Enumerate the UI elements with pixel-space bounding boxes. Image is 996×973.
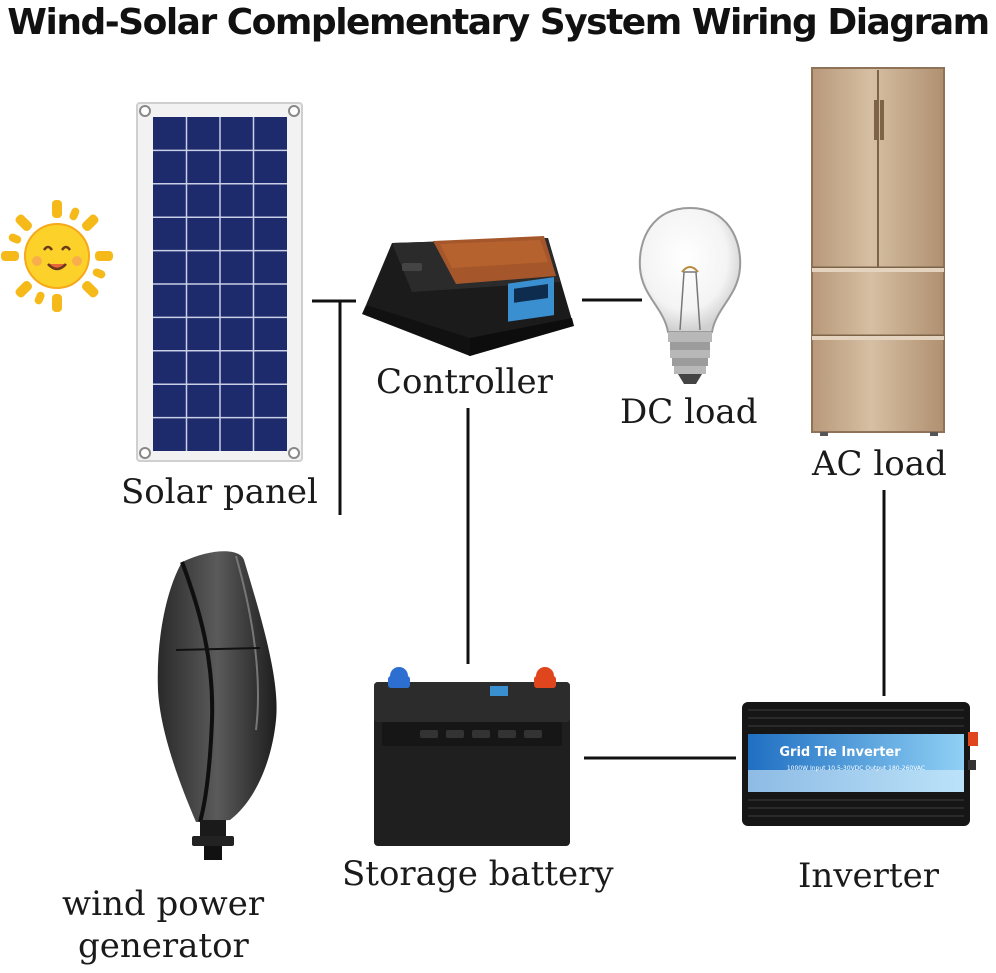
inverter-icon: Grid Tie Inverter 1000W Input 10.5-30VDC… — [742, 702, 978, 826]
wind-turbine-icon — [157, 551, 277, 860]
charge-controller-icon — [362, 236, 574, 356]
refrigerator-icon — [811, 67, 945, 436]
label-storage-battery: Storage battery — [342, 854, 614, 894]
wires — [312, 298, 886, 760]
label-wind-generator-line2: generator — [78, 926, 249, 966]
label-controller: Controller — [376, 362, 553, 402]
inverter-spec-text: 1000W Input 10.5-30VDC Output 180-260VAC — [787, 765, 925, 772]
diagram-title: Wind-Solar Complementary System Wiring D… — [7, 2, 990, 43]
sun-icon — [1, 200, 113, 312]
inverter-brand-text: Grid Tie Inverter — [779, 745, 901, 760]
label-dc-load: DC load — [620, 392, 758, 432]
label-solar-panel: Solar panel — [121, 472, 318, 512]
light-bulb-icon — [638, 206, 742, 384]
label-inverter: Inverter — [798, 856, 939, 896]
label-ac-load: AC load — [812, 444, 947, 484]
label-wind-generator-line1: wind power — [62, 884, 265, 924]
solar-panel-icon — [136, 102, 303, 462]
battery-icon — [374, 667, 570, 846]
